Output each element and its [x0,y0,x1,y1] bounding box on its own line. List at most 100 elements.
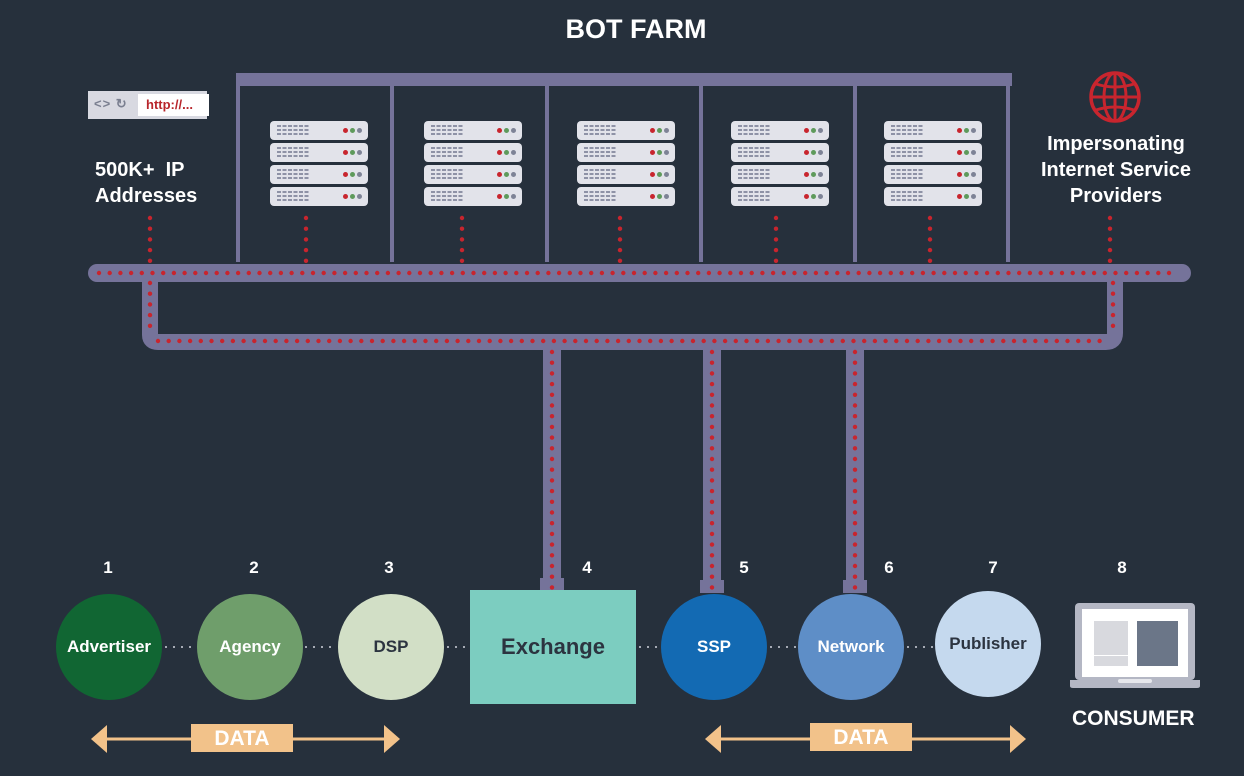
traffic-dot [583,338,589,344]
status-led [657,194,662,199]
arrowhead-left [91,725,107,753]
traffic-dot [327,338,332,344]
traffic-dot [728,270,733,276]
traffic-dot [193,270,198,276]
traffic-dot [709,521,715,526]
vent-icon [738,169,770,180]
connector-dot [463,646,465,648]
connector-dot [931,646,933,648]
frame-post [545,84,549,262]
traffic-dot [551,338,557,344]
traffic-dot [852,371,858,376]
traffic-dot [549,403,555,408]
traffic-dot [1110,280,1116,286]
traffic-dot [1038,270,1043,276]
traffic-dot [1097,338,1102,344]
server-rack-icon [270,121,368,209]
connector-dot [181,646,183,648]
traffic-dot [353,270,358,276]
traffic-dot [792,270,797,276]
server-unit [731,165,829,184]
loop-pipe [142,273,1123,350]
step-number-3: 3 [384,558,394,577]
status-led [511,194,516,199]
server-unit [884,121,982,140]
vent-icon [584,191,616,202]
arrowhead-right [384,725,400,753]
traffic-dot [615,338,621,344]
status-led [957,194,962,199]
server-unit [577,165,675,184]
traffic-dot [648,338,653,344]
status-led [811,150,816,155]
status-led [804,194,809,199]
status-led [650,128,655,133]
main-pipe [88,264,1191,282]
status-led [504,150,509,155]
status-led [664,172,669,177]
status-led [971,128,976,133]
traffic-dot [549,360,555,365]
traffic-dot [947,338,952,344]
status-led [350,150,355,155]
traffic-dot [856,270,861,276]
traffic-dot [449,270,455,276]
traffic-dot [1156,270,1161,276]
traffic-dot [321,270,326,276]
traffic-dot [709,349,715,355]
server-unit [424,143,522,162]
traffic-dot [1027,270,1033,276]
traffic-dot [147,280,153,286]
status-led [650,172,655,177]
traffic-dot [1134,270,1140,276]
traffic-dots [96,215,1172,590]
traffic-dot [631,270,637,276]
traffic-dot [541,338,546,344]
status-led [664,194,669,199]
traffic-dot [765,338,771,344]
traffic-dot [852,499,858,504]
server-unit [884,143,982,162]
traffic-dot [225,270,230,276]
traffic-dot [147,258,153,263]
traffic-dot [412,338,417,344]
traffic-dot [535,270,540,276]
traffic-dot [867,270,872,276]
traffic-dot [549,456,555,462]
traffic-dot [503,270,508,276]
data-label-right: DATA [810,723,912,751]
traffic-dot [549,531,555,537]
traffic-dot [252,338,257,344]
connector-dot [305,646,307,648]
status-led [511,128,516,133]
frame-post [236,84,240,262]
traffic-dot [147,323,153,328]
vent-icon [431,191,463,202]
traffic-dot [851,338,856,344]
step-number-1: 1 [103,558,113,577]
traffic-dot [549,381,555,387]
node-advertiser: Advertiser [56,594,162,700]
traffic-dot [599,270,605,276]
traffic-dot [617,258,623,263]
traffic-dot [852,553,858,558]
browser-nav-icons: <> ↻ [94,96,128,111]
traffic-dot [147,226,153,231]
traffic-dot [385,270,391,276]
server-unit [270,121,368,140]
traffic-dot [1102,270,1108,276]
traffic-dot [332,270,337,276]
traffic-dot [348,338,353,344]
status-led [804,128,809,133]
traffic-dot [952,270,958,276]
traffic-dot [709,403,715,408]
traffic-dot [508,338,514,344]
traffic-dot [1107,247,1113,253]
traffic-dot [872,338,878,344]
server-unit [270,187,368,206]
step-number-2: 2 [249,558,259,577]
traffic-dot [663,270,669,276]
traffic-dot [852,521,858,526]
vent-icon [891,125,923,136]
traffic-dot [990,338,995,344]
